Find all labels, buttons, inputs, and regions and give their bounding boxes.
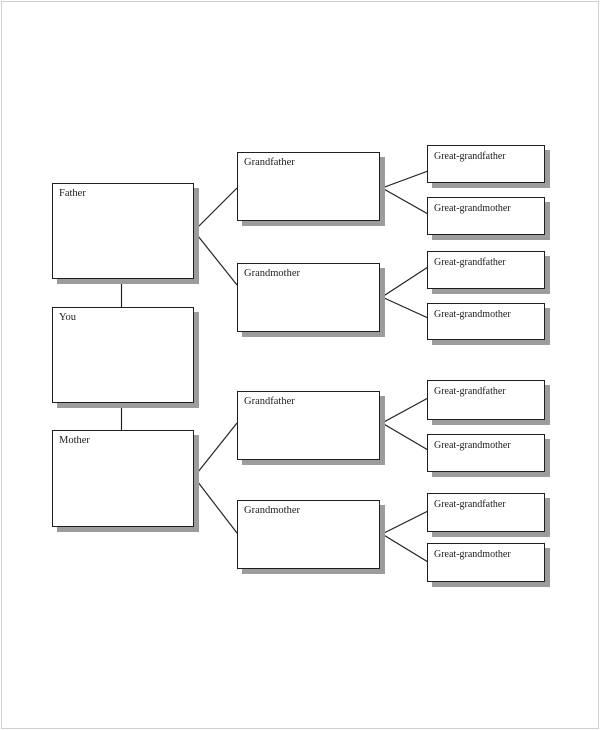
- node-great-grandfather-1[interactable]: Great-grandfather: [427, 145, 545, 183]
- node-great-grandmother-1-label: Great-grandmother: [434, 203, 511, 214]
- node-great-grandfather-4-label: Great-grandfather: [434, 499, 506, 510]
- node-paternal-grandmother[interactable]: Grandmother: [237, 263, 380, 332]
- node-you[interactable]: You: [52, 307, 194, 403]
- node-great-grandfather-2-label: Great-grandfather: [434, 257, 506, 268]
- node-mother-label: Mother: [59, 435, 90, 446]
- node-great-grandmother-4-label: Great-grandmother: [434, 549, 511, 560]
- node-great-grandmother-3[interactable]: Great-grandmother: [427, 434, 545, 472]
- node-great-grandmother-4[interactable]: Great-grandmother: [427, 543, 545, 582]
- node-great-grandfather-2[interactable]: Great-grandfather: [427, 251, 545, 289]
- node-great-grandmother-2-label: Great-grandmother: [434, 309, 511, 320]
- node-father-label: Father: [59, 188, 86, 199]
- node-paternal-grandfather-label: Grandfather: [244, 157, 295, 168]
- node-maternal-grandfather-label: Grandfather: [244, 396, 295, 407]
- node-great-grandfather-4[interactable]: Great-grandfather: [427, 493, 545, 532]
- node-father[interactable]: Father: [52, 183, 194, 279]
- node-great-grandfather-3[interactable]: Great-grandfather: [427, 380, 545, 420]
- node-great-grandmother-1[interactable]: Great-grandmother: [427, 197, 545, 235]
- node-maternal-grandmother[interactable]: Grandmother: [237, 500, 380, 569]
- node-maternal-grandfather[interactable]: Grandfather: [237, 391, 380, 460]
- node-great-grandfather-1-label: Great-grandfather: [434, 151, 506, 162]
- node-great-grandfather-3-label: Great-grandfather: [434, 386, 506, 397]
- node-mother[interactable]: Mother: [52, 430, 194, 527]
- node-paternal-grandmother-label: Grandmother: [244, 268, 300, 279]
- node-maternal-grandmother-label: Grandmother: [244, 505, 300, 516]
- node-paternal-grandfather[interactable]: Grandfather: [237, 152, 380, 221]
- node-great-grandmother-3-label: Great-grandmother: [434, 440, 511, 451]
- node-you-label: You: [59, 312, 77, 323]
- node-great-grandmother-2[interactable]: Great-grandmother: [427, 303, 545, 340]
